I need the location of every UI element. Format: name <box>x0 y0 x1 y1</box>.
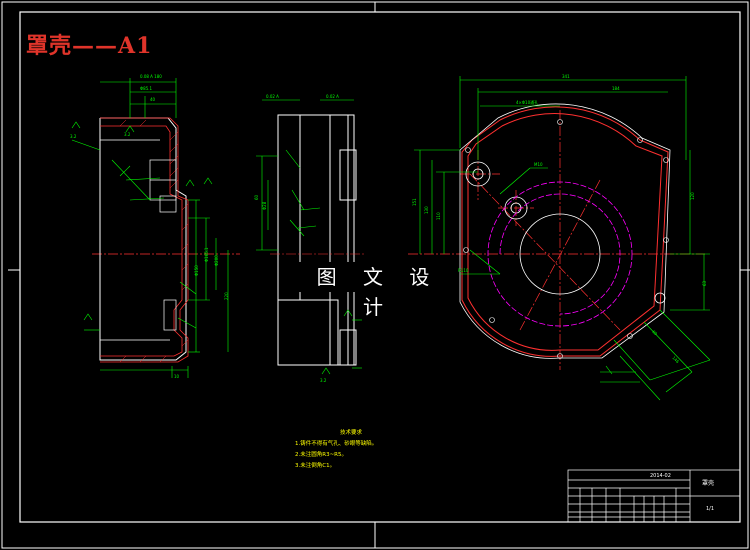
part-name: 罩壳 <box>702 480 715 487</box>
svg-text:184: 184 <box>612 86 620 91</box>
svg-text:60: 60 <box>254 194 259 200</box>
svg-text:Φ28: Φ28 <box>262 201 267 210</box>
tech-requirements-heading: 技术要求 <box>339 430 362 436</box>
tech-requirements: 技术要求 1.铸件不得有气孔、砂眼等缺陷。 2.未注圆角R3~R5。 3.未注倒… <box>295 428 397 472</box>
svg-text:0.08 A 180: 0.08 A 180 <box>140 74 162 79</box>
svg-text:M10: M10 <box>534 162 543 167</box>
tech-requirement-3: 3.未注倒角C1。 <box>295 463 336 469</box>
svg-text:0.02 A: 0.02 A <box>326 94 339 99</box>
svg-text:Φ150: Φ150 <box>194 265 199 276</box>
sheet-number: 1/1 <box>706 506 715 512</box>
svg-text:60: 60 <box>651 329 658 336</box>
side-view-middle: 0.02 A 0.02 A 60 Φ28 3.2 <box>254 94 365 383</box>
svg-text:3.2: 3.2 <box>124 132 131 137</box>
svg-text:63: 63 <box>702 280 707 286</box>
svg-text:0.02 A: 0.02 A <box>266 94 279 99</box>
svg-text:3.2: 3.2 <box>320 378 327 383</box>
svg-text:Φ165.1: Φ165.1 <box>204 247 209 262</box>
tech-requirement-1: 1.铸件不得有气孔、砂眼等缺陷。 <box>295 441 378 447</box>
tech-requirement-2: 2.未注圆角R3~R5。 <box>295 452 347 458</box>
drawing-title: 罩壳——A1 <box>26 33 153 59</box>
svg-text:10: 10 <box>174 374 180 379</box>
svg-text:Φ85.1: Φ85.1 <box>140 86 153 91</box>
section-view-left: 0.08 A 180 Φ85.1 40 3.2 3.2 Φ150 Φ165.1 … <box>70 74 240 379</box>
svg-text:130: 130 <box>424 206 429 214</box>
svg-text:40: 40 <box>150 97 156 102</box>
svg-text:R110: R110 <box>458 268 469 273</box>
svg-text:151: 151 <box>412 198 417 206</box>
svg-text:146: 146 <box>671 355 680 364</box>
svg-text:220: 220 <box>224 292 229 300</box>
svg-text:110: 110 <box>436 212 441 220</box>
svg-text:3.2: 3.2 <box>70 134 77 139</box>
svg-text:120: 120 <box>690 192 695 200</box>
front-view-right: 341 184 4×Φ10通孔 151 130 110 M10 R110 120… <box>408 74 711 401</box>
svg-text:Φ200: Φ200 <box>214 255 219 266</box>
svg-text:341: 341 <box>562 74 570 79</box>
drawing-number: 2014-02 <box>650 473 671 479</box>
svg-text:4×Φ10通孔: 4×Φ10通孔 <box>516 99 538 105</box>
watermark-text: 图 文 设 计 <box>298 262 458 319</box>
title-block <box>567 469 741 523</box>
